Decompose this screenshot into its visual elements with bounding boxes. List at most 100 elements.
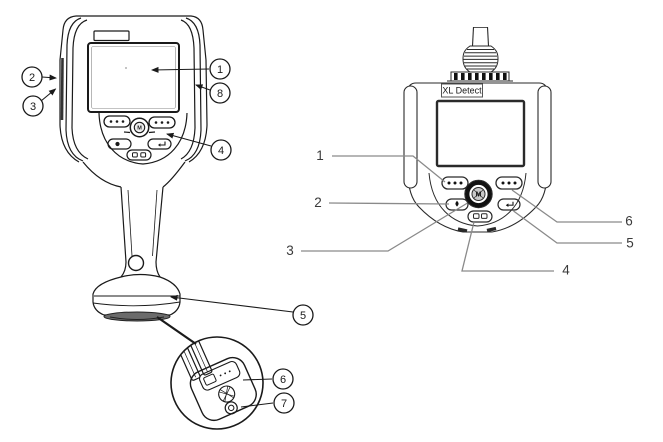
menu-left-button [441,176,469,190]
right-view-left-grip [403,85,418,189]
right-view-device: XL Detect M [403,26,552,233]
leader-2 [328,202,450,205]
callout-1: 1 [209,58,231,80]
label-2: 2 [314,195,322,210]
callout-4-arrow [166,132,212,147]
joystick: M [464,179,493,209]
magnifier-leader-line [156,316,197,345]
callout-3: 3 [22,95,44,117]
enter-arrow-icon [158,141,166,146]
device-name-text: XL Detect [442,86,482,96]
handle-hole [127,254,145,272]
enter-button [147,138,172,150]
joystick-glyph: M [476,192,482,199]
callout-4: 4 [210,139,232,161]
left-dash [123,131,131,134]
right-dash [148,131,156,134]
menu-right-button [495,176,523,190]
connector-detail-art [171,337,257,422]
callout-3-number: 3 [30,101,36,113]
three-dots-icon [501,181,505,185]
usb-port-icon [203,373,217,386]
callout-8: 8 [209,82,231,104]
leader-3 [301,202,468,252]
left-device-screen [87,42,180,113]
connector-detail-circle [170,336,264,430]
callout-6-line [242,378,273,381]
droplet-icon [115,141,120,147]
enter-button [497,198,521,211]
probe-cable [447,26,513,82]
callout-2-arrow [41,74,57,81]
three-dots-icon [109,120,113,123]
three-dots-icon [154,121,158,124]
enter-arrow-icon [506,201,514,206]
joystick: M [129,117,150,138]
menu-left-button [103,115,131,128]
callout-5: 5 [292,304,314,326]
leader-6 [511,189,622,223]
callout-8-number: 8 [217,88,223,100]
menu-right-button [148,116,176,129]
striped-collar [450,71,510,82]
label-1: 1 [316,148,324,163]
label-4: 4 [562,263,570,278]
b-square-icon [140,152,147,158]
left-view-device: M [40,15,294,430]
callout-2-number: 2 [29,72,35,84]
callout-2: 2 [21,66,43,88]
left-callout-badges: 1 2 3 8 4 5 6 7 [21,58,314,414]
ab-measure-button [467,210,493,223]
callout-7-line [240,402,274,408]
leader-5 [513,210,622,244]
leader-1 [332,155,446,183]
left-device-handle [92,186,181,322]
leader-4 [461,221,554,272]
ab-measure-button [126,149,152,161]
steer-button [107,138,132,150]
droplet-icon [455,200,459,207]
usb-port-panel [198,360,241,391]
left-grip-dark-edge [60,57,64,121]
callout-5-number: 5 [300,310,306,322]
knurled-nut [218,385,236,403]
left-device-name-plate [93,30,130,42]
chin-mark-right [486,226,497,233]
callout-1-arrow [151,66,210,73]
right-device-screen [435,99,526,168]
label-5: 5 [626,236,634,251]
callout-1-number: 1 [217,64,223,76]
a-square-icon [473,213,480,219]
three-dots-icon [447,181,451,185]
callout-4-number: 4 [218,145,224,157]
joystick-glyph: M [137,126,142,132]
callout-5-arrow [170,294,294,313]
label-3: 3 [286,243,294,258]
device-name-plate: XL Detect [441,83,483,98]
label-6: 6 [625,214,633,229]
callout-7: 7 [273,392,295,414]
left-grip-inner-line [71,19,89,160]
left-control-pod: M [98,112,188,165]
right-labels: 1 2 3 4 5 6 [286,148,634,278]
right-grip-inner-line [180,19,196,160]
screen-dot [125,67,127,69]
right-control-pod [428,172,527,227]
right-view-right-grip [537,85,552,189]
left-device-body [59,15,208,188]
a-square-icon [132,152,138,158]
callout-6-number: 6 [280,374,286,386]
video-out-connector [224,401,238,415]
left-callout-lines [40,66,294,408]
callout-6: 6 [272,368,294,390]
callout-8-arrow [195,84,211,91]
strain-relief-coil [462,45,499,73]
right-leader-lines [301,155,622,272]
callout-7-number: 7 [281,398,287,410]
chin-mark-left [457,227,468,233]
left-grip-line [65,17,84,162]
b-square-icon [481,213,488,219]
handle-bell [92,273,181,322]
